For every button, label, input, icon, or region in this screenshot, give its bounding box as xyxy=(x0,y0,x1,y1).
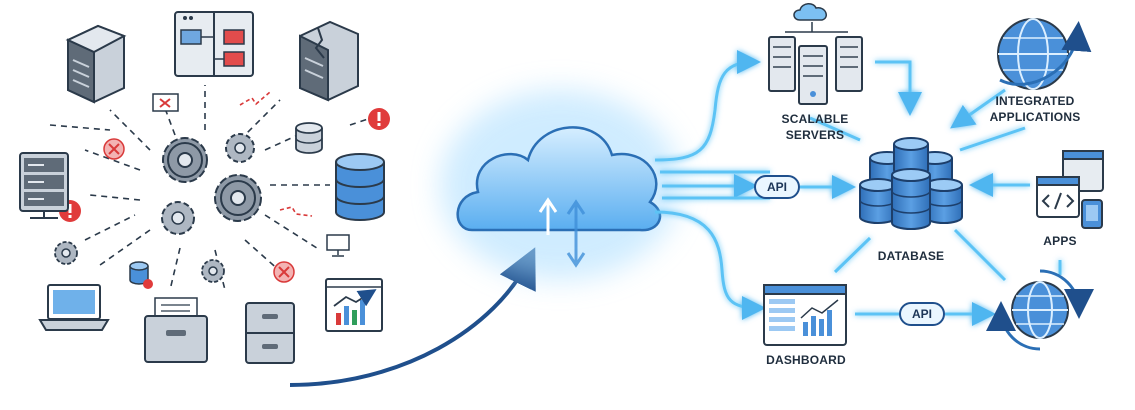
legacy-cluster xyxy=(19,11,390,364)
broken-server-icon xyxy=(299,20,359,102)
filing-cabinet-icon xyxy=(245,302,295,364)
database-icon xyxy=(925,178,963,224)
migration-arrow xyxy=(289,247,536,387)
error-x-icon xyxy=(103,138,125,160)
integrated-applications-label-1: INTEGRATED xyxy=(995,94,1074,108)
gear-icon xyxy=(54,241,78,265)
scalable-servers-node: SCALABLE SERVERS xyxy=(768,3,863,142)
server-tower-icon xyxy=(65,24,127,104)
server-icon xyxy=(798,45,828,105)
globe-sync-node xyxy=(986,269,1094,351)
scalable-servers-label-2: SERVERS xyxy=(786,128,845,142)
sync-arrow-icon xyxy=(1039,269,1094,319)
cloud-icon xyxy=(456,126,662,232)
cloud-hub xyxy=(440,90,680,280)
cloud-icon xyxy=(793,3,827,21)
apps-label: APPS xyxy=(1043,234,1076,248)
small-database-icon xyxy=(295,122,323,154)
dashboard-window-icon xyxy=(763,284,847,346)
rack-server-icon xyxy=(19,152,69,219)
gear-icon xyxy=(201,259,225,283)
dashed-connectors xyxy=(49,85,381,291)
svg-text:API: API xyxy=(767,180,787,194)
scalable-servers-label-1: SCALABLE xyxy=(782,112,849,126)
gear-icon xyxy=(161,201,195,235)
integrated-applications-node: INTEGRATED APPLICATIONS xyxy=(990,18,1092,124)
database-label: DATABASE xyxy=(878,249,945,263)
warning-icon xyxy=(368,108,390,130)
sync-arrow-icon xyxy=(986,301,1041,351)
mobile-icon xyxy=(1081,199,1103,229)
gear-icon xyxy=(214,174,262,222)
dashboard-label: DASHBOARD xyxy=(766,353,846,367)
api-badge: API xyxy=(754,175,800,199)
api-badge: API xyxy=(899,302,945,326)
database-node: DATABASE xyxy=(859,137,963,263)
apps-node: APPS xyxy=(1036,150,1104,248)
chart-window-icon xyxy=(325,278,383,332)
dashboard-node: DASHBOARD xyxy=(763,284,847,367)
database-icon xyxy=(891,168,931,230)
database-error-icon xyxy=(129,261,153,289)
gear-icon xyxy=(162,137,208,183)
error-x-icon xyxy=(273,261,295,283)
monitor-icon xyxy=(326,234,350,257)
legacy-app-window-icon xyxy=(174,11,254,77)
server-icon xyxy=(768,36,796,92)
broken-connectors xyxy=(239,91,313,217)
cloud-connections xyxy=(654,50,1062,326)
error-window-icon xyxy=(152,93,179,112)
code-window-icon xyxy=(1036,176,1080,218)
integrated-applications-label-2: APPLICATIONS xyxy=(990,110,1081,124)
database-icon xyxy=(859,178,897,224)
svg-text:API: API xyxy=(912,307,932,321)
server-icon xyxy=(835,36,863,92)
sync-arrow-icon xyxy=(566,199,586,268)
file-box-icon xyxy=(144,297,208,363)
gear-icon xyxy=(225,133,255,163)
laptop-icon xyxy=(38,284,110,331)
upload-arrow-icon xyxy=(538,197,558,235)
legacy-database-icon xyxy=(335,153,385,221)
